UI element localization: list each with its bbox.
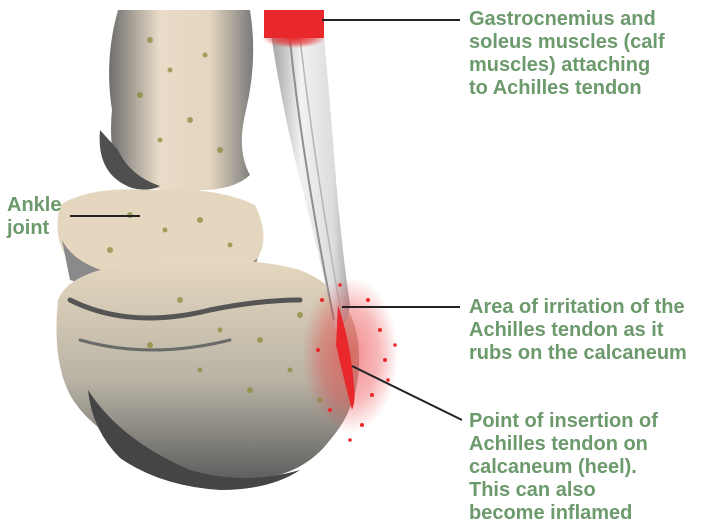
insertion-point-label: Point of insertion of Achilles tendon on…	[469, 410, 658, 525]
irritation-area-label: Area of irritation of the Achilles tendo…	[469, 296, 687, 365]
irritation-area-label-line: Area of irritation of the	[469, 296, 687, 319]
irritation-area-label-line: rubs on the calcaneum	[469, 342, 687, 365]
insertion-point-label-line: calcaneum (heel).	[469, 456, 658, 479]
insertion-point-label-line: Achilles tendon on	[469, 433, 658, 456]
insertion-point-label-line: This can also	[469, 479, 658, 502]
gastrocnemius-label-line: to Achilles tendon	[469, 77, 665, 100]
gastrocnemius-label-line: muscles) attaching	[469, 54, 665, 77]
ankle-joint-label: Ankle joint	[7, 194, 61, 240]
ankle-joint-label-line: Ankle	[7, 194, 61, 217]
gastrocnemius-label-line: Gastrocnemius and	[469, 8, 665, 31]
tibia-bone	[109, 10, 253, 190]
insertion-point-label-line: Point of insertion of	[469, 410, 658, 433]
ankle-joint-label-line: joint	[7, 217, 61, 240]
gastrocnemius-label-line: soleus muscles (calf	[469, 31, 665, 54]
insertion-point-label-line: become inflamed	[469, 502, 658, 525]
irritation-area-label-line: Achilles tendon as it	[469, 319, 687, 342]
gastrocnemius-label: Gastrocnemius and soleus muscles (calf m…	[469, 8, 665, 100]
